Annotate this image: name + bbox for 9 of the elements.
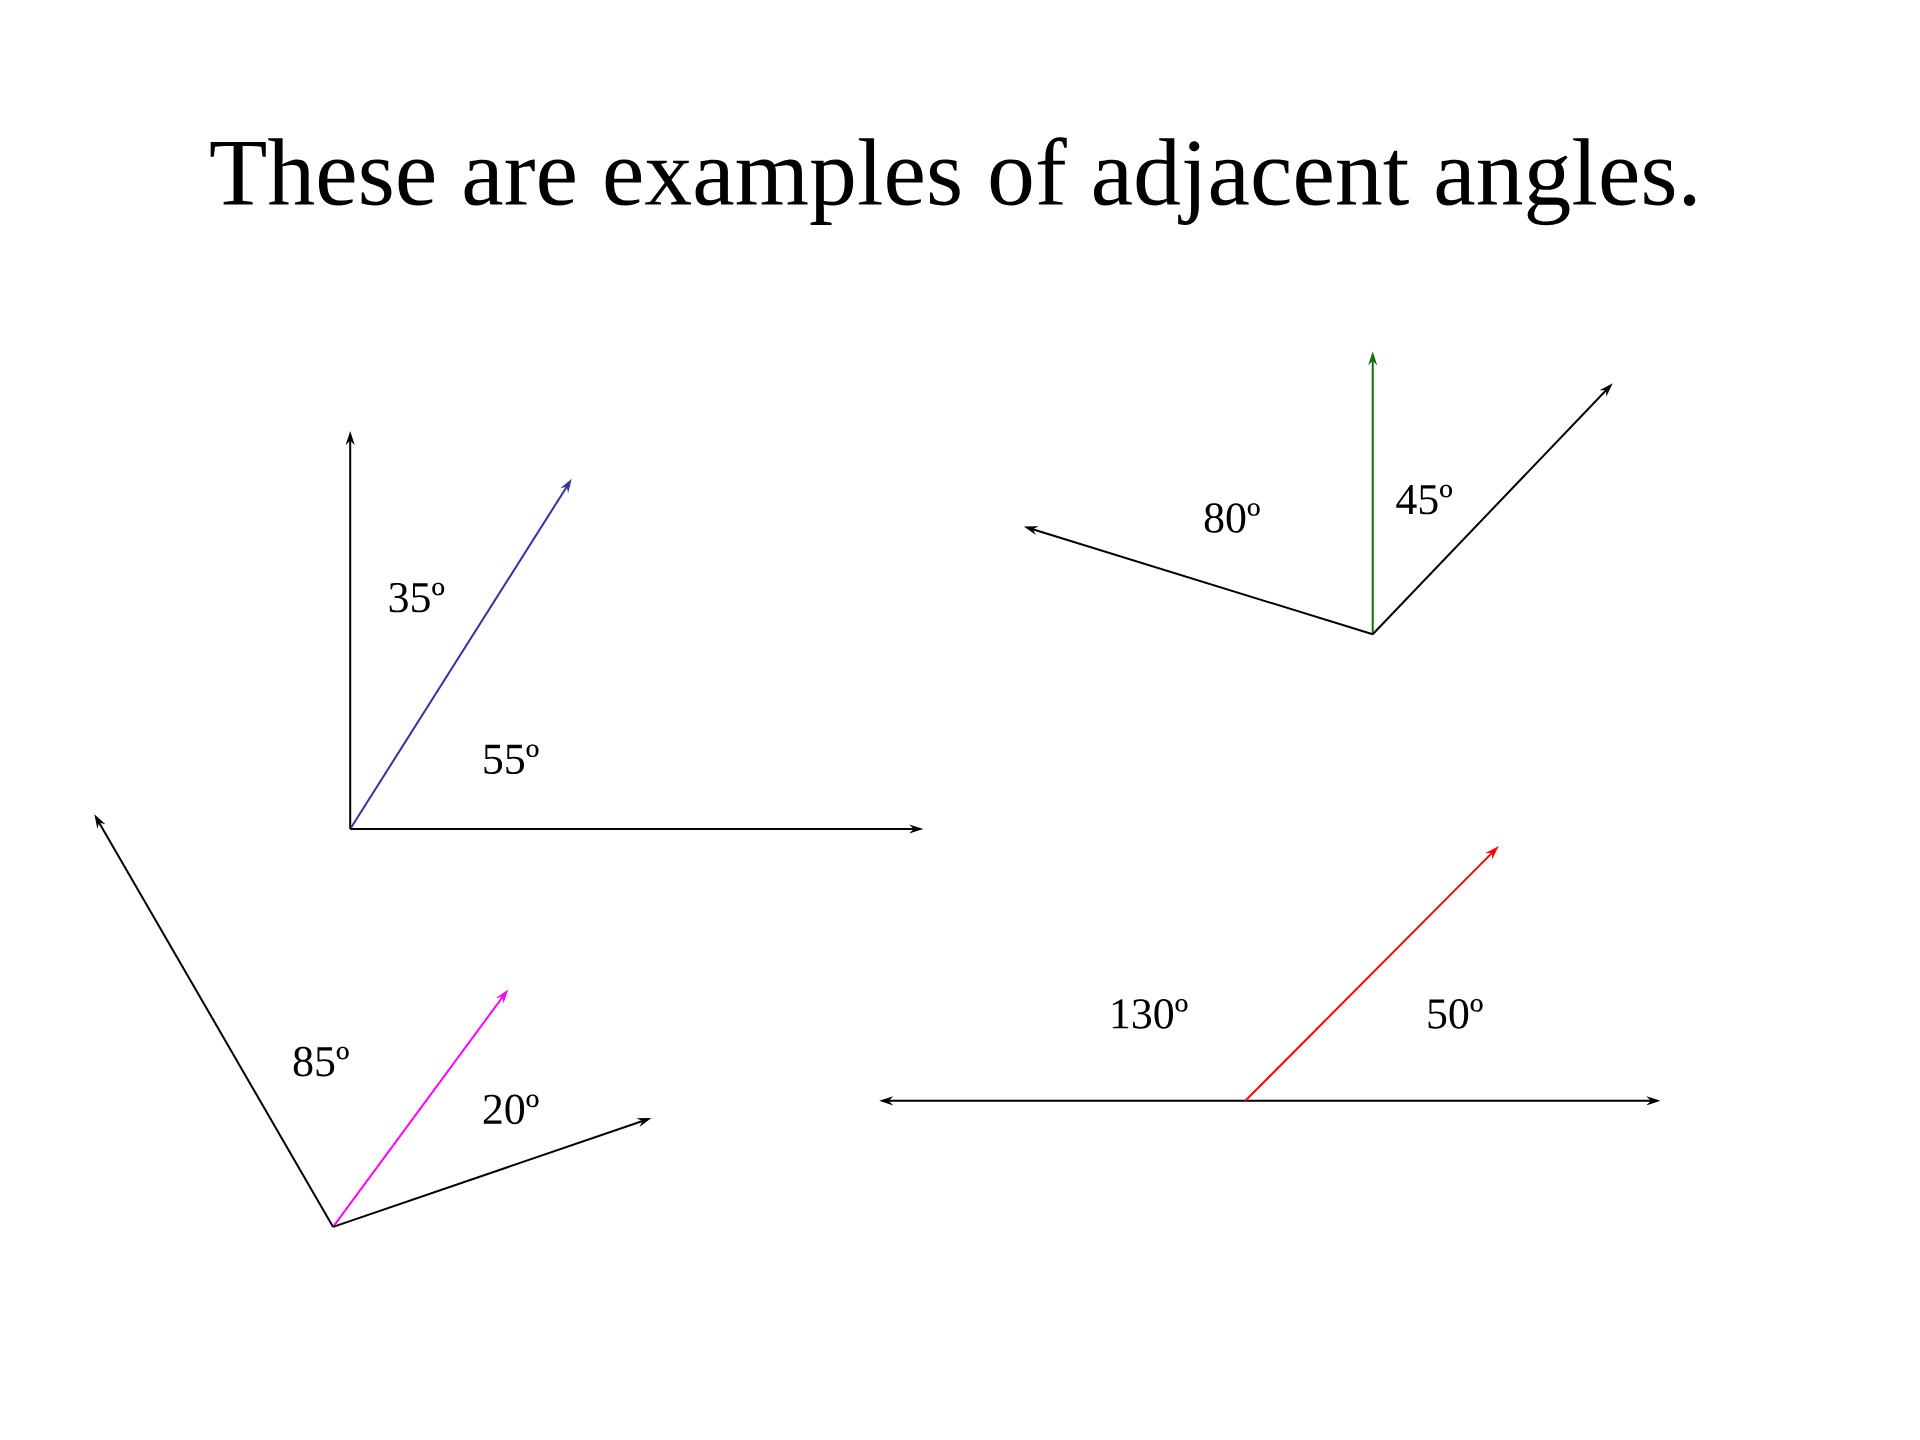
title: These are examples of adjacent angles. [210, 137, 1696, 226]
angle-label: 55º [484, 744, 539, 774]
angle-label: 85º [293, 1046, 349, 1077]
angle-label: 130º [1112, 999, 1188, 1029]
angle-label: 20º [483, 1094, 539, 1125]
angle-label: 35º [389, 582, 445, 613]
angle-label: 50º [1428, 999, 1483, 1029]
angle-label: 45º [1396, 484, 1453, 515]
angle-label: 80º [1204, 503, 1260, 533]
